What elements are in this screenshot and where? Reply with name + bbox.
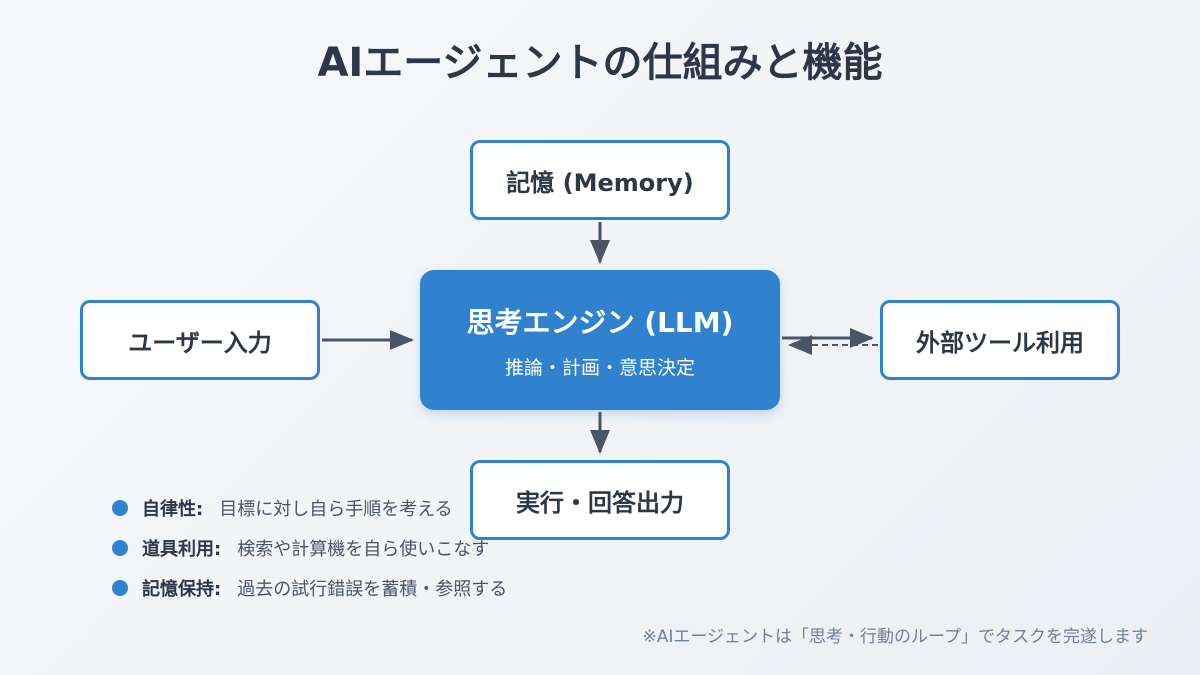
feature-item: 自律性: 目標に対し自ら手順を考える xyxy=(112,488,507,528)
feature-item: 記憶保持: 過去の試行錯誤を蓄積・参照する xyxy=(112,568,507,608)
feature-description: 検索や計算機を自ら使いこなす xyxy=(237,539,490,560)
engine-node: 思考エンジン (LLM) 推論・計画・意思決定 xyxy=(420,270,780,410)
bullet-icon xyxy=(112,500,128,516)
user-input-label: ユーザー入力 xyxy=(128,328,272,357)
memory-node: 記憶 (Memory) xyxy=(470,140,730,220)
tools-label: 外部ツール利用 xyxy=(916,328,1084,357)
feature-label: 道具利用: xyxy=(142,539,222,560)
output-label: 実行・回答出力 xyxy=(516,488,684,517)
footnote: ※AIエージェントは「思考・行動のループ」でタスクを完遂します xyxy=(642,627,1148,647)
feature-item: 道具利用: 検索や計算機を自ら使いこなす xyxy=(112,528,507,568)
bullet-icon xyxy=(112,580,128,596)
bullet-icon xyxy=(112,540,128,556)
page-title: AIエージェントの仕組みと機能 xyxy=(317,40,883,86)
memory-label: 記憶 (Memory) xyxy=(506,168,694,197)
feature-list: 自律性: 目標に対し自ら手順を考える 道具利用: 検索や計算機を自ら使いこなす … xyxy=(112,488,507,608)
feature-description: 目標に対し自ら手順を考える xyxy=(219,499,453,520)
output-node: 実行・回答出力 xyxy=(470,460,730,540)
feature-label: 自律性: xyxy=(142,499,204,520)
feature-label: 記憶保持: xyxy=(142,579,222,600)
engine-subtitle: 推論・計画・意思決定 xyxy=(504,356,695,379)
tools-node: 外部ツール利用 xyxy=(880,300,1120,380)
feature-description: 過去の試行錯誤を蓄積・参照する xyxy=(237,579,508,600)
engine-label: 思考エンジン (LLM) xyxy=(466,305,734,339)
user-input-node: ユーザー入力 xyxy=(80,300,320,380)
